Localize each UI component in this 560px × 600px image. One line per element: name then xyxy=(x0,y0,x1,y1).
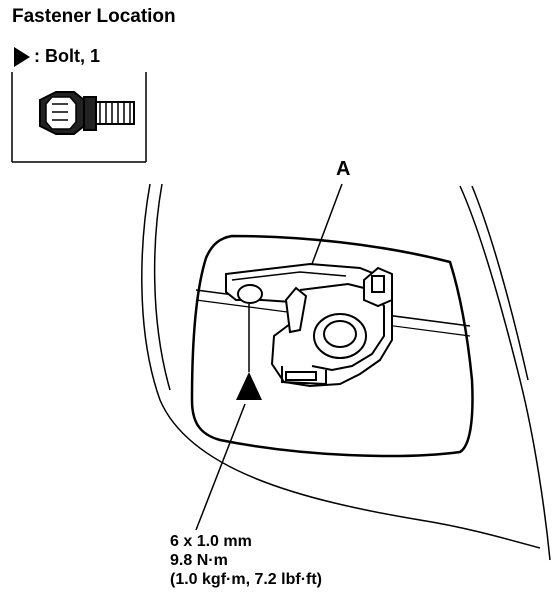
bolt-icon xyxy=(39,91,135,135)
triangle-marker-icon xyxy=(14,46,30,67)
spec-size: 6 x 1.0 mm xyxy=(170,533,252,550)
torque-spec: 6 x 1.0 mm 9.8 N·m (1.0 kgf·m, 7.2 lbf·f… xyxy=(170,532,322,589)
legend-box xyxy=(11,72,147,163)
bolt-hole xyxy=(237,284,263,304)
sensor-part-a xyxy=(225,262,393,388)
triangle-marker-icon xyxy=(236,372,262,400)
callout-a-leader xyxy=(311,183,343,265)
diagram-title: Fastener Location xyxy=(12,6,176,27)
fastener-legend: : Bolt, 1 xyxy=(14,46,100,67)
legend-label: : Bolt, 1 xyxy=(34,46,100,66)
spec-torque-alt: (1.0 kgf·m, 7.2 lbf·ft) xyxy=(170,571,323,588)
callout-label-a: A xyxy=(336,158,351,180)
body-panel xyxy=(141,183,551,561)
spec-leader-line xyxy=(195,403,246,531)
spec-torque-nm: 9.8 N·m xyxy=(170,552,228,569)
